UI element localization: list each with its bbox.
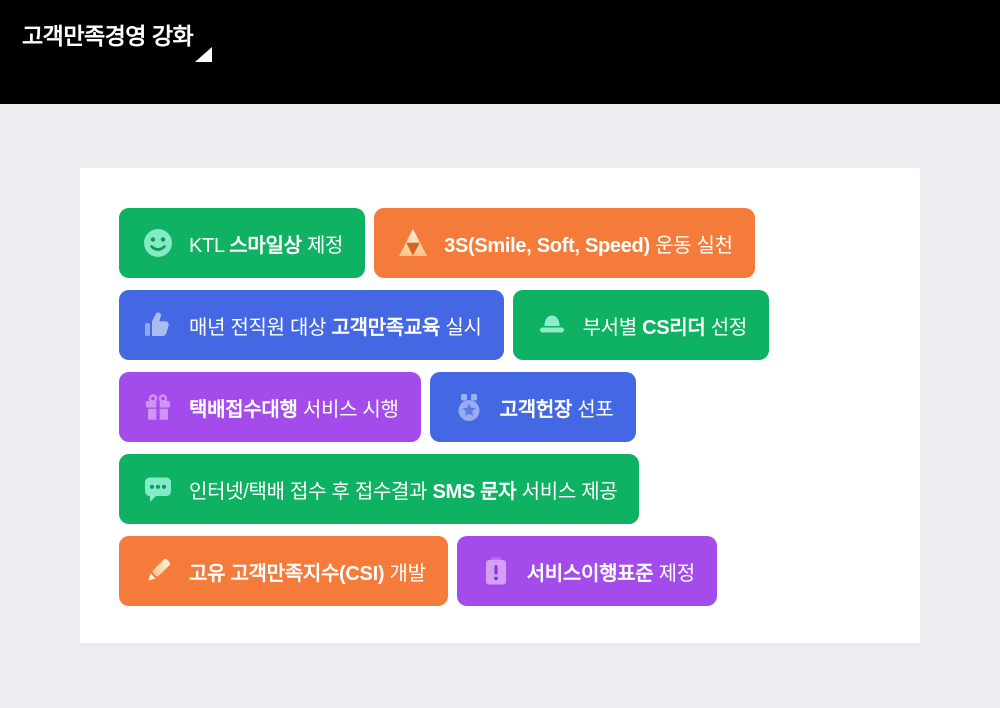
badge-csi-development: 고유 고객만족지수(CSI) 개발 xyxy=(119,536,448,606)
badge-text: 인터넷/택배 접수 후 접수결과 SMS 문자 서비스 제공 xyxy=(189,480,618,503)
page-title: 고객만족경영 강화 xyxy=(22,23,194,49)
hat-icon xyxy=(539,315,564,333)
chat-bubble-icon xyxy=(145,477,171,502)
clipboard-alert-icon xyxy=(485,557,506,585)
thumbs-up-icon xyxy=(145,312,169,336)
badge-text: 3S(Smile, Soft, Speed) 운동 실천 xyxy=(444,234,733,257)
badge-text: KTL 스마일상 제정 xyxy=(189,234,344,257)
medal-icon xyxy=(458,394,480,421)
badge-cs-leader: 부서별 CS리더 선정 xyxy=(512,290,769,360)
badge-row-4: 인터넷/택배 접수 후 접수결과 SMS 문자 서비스 제공 xyxy=(119,454,640,524)
badge-list: KTL 스마일상 제정 3S(Smile, Soft, Speed) 운동 실천 xyxy=(119,208,769,606)
badge-service-standard: 서비스이행표준 제정 xyxy=(456,536,717,606)
content-card: KTL 스마일상 제정 3S(Smile, Soft, Speed) 운동 실천 xyxy=(80,168,920,643)
badge-row-1: KTL 스마일상 제정 3S(Smile, Soft, Speed) 운동 실천 xyxy=(119,208,755,278)
badge-3s-movement: 3S(Smile, Soft, Speed) 운동 실천 xyxy=(374,208,755,278)
badge-row-5: 고유 고객만족지수(CSI) 개발 서비스이행표준 제정 xyxy=(119,536,717,606)
triforce-icon xyxy=(399,229,428,256)
page-header: 고객만족경영 강화 xyxy=(0,0,1000,104)
badge-cs-education: 매년 전직원 대상 고객만족교육 실시 xyxy=(119,290,504,360)
badge-row-3: 택배접수대행 서비스 시행 고객헌장 선포 xyxy=(119,372,636,442)
triangle-cursor-icon xyxy=(195,47,212,62)
badge-ktl-smile-award: KTL 스마일상 제정 xyxy=(119,208,366,278)
badge-parcel-service: 택배접수대행 서비스 시행 xyxy=(119,372,421,442)
badge-text: 고객헌장 선포 xyxy=(499,398,614,421)
gift-icon xyxy=(146,394,170,420)
badge-text: 매년 전직원 대상 고객만족교육 실시 xyxy=(189,316,482,339)
badge-customer-charter: 고객헌장 선포 xyxy=(429,372,636,442)
badge-row-2: 매년 전직원 대상 고객만족교육 실시 부서별 CS리더 선정 xyxy=(119,290,769,360)
pencil-icon xyxy=(148,558,171,581)
badge-text: 서비스이행표준 제정 xyxy=(526,562,695,585)
badge-sms-service: 인터넷/택배 접수 후 접수결과 SMS 문자 서비스 제공 xyxy=(119,454,640,524)
badge-text: 택배접수대행 서비스 시행 xyxy=(189,398,399,421)
badge-text: 고유 고객만족지수(CSI) 개발 xyxy=(189,562,426,585)
smiley-icon xyxy=(144,229,172,257)
badge-text: 부서별 CS리더 선정 xyxy=(582,316,748,339)
